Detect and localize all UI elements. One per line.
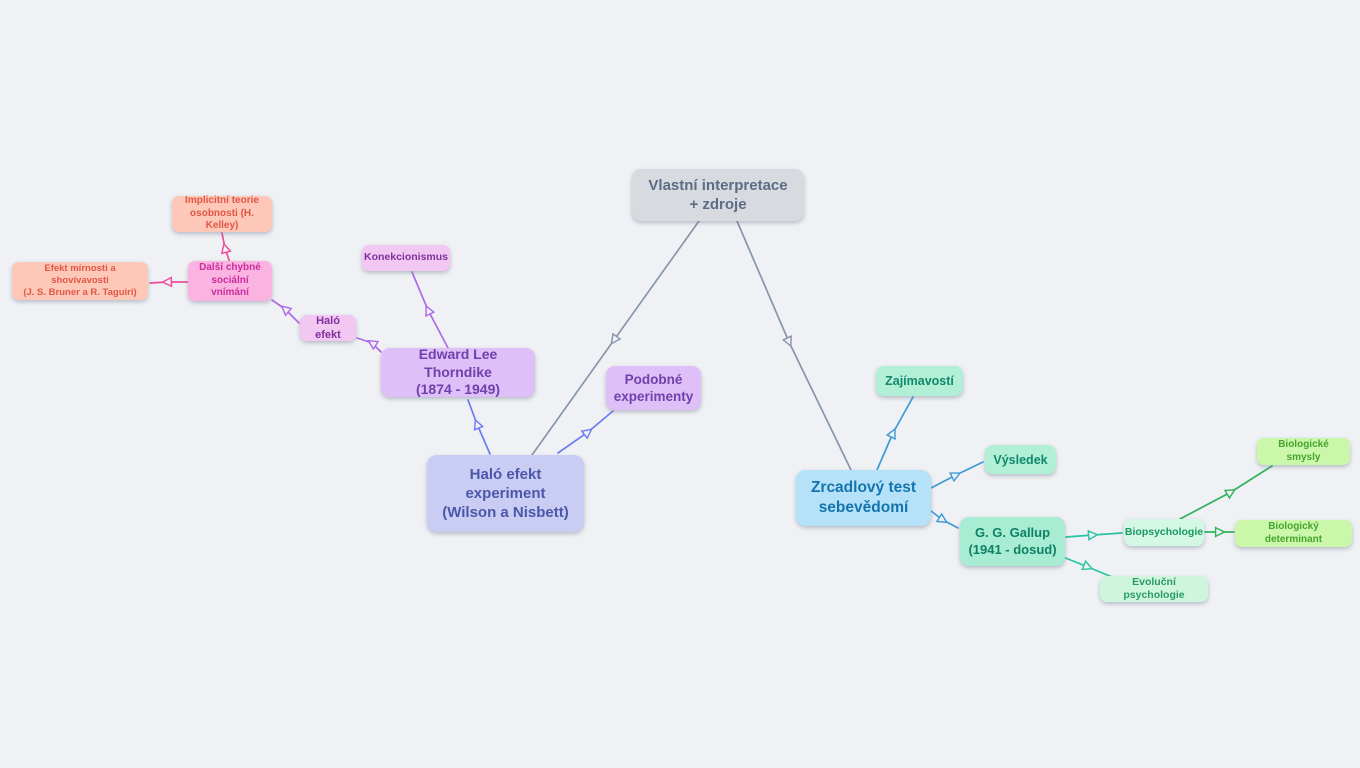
node-gallup[interactable]: G. G. Gallup (1941 - dosud): [960, 517, 1065, 566]
node-zajimavosti[interactable]: Zajímavostí: [876, 366, 963, 396]
node-halo-efekt-label: Haló efekt: [315, 314, 341, 341]
node-vlastni-interpretace-label: Vlastní interpretace + zdroje: [648, 176, 788, 213]
edge-thorndike-to-konekcionismus: [411, 271, 449, 349]
node-zrcadlovy-test[interactable]: Zrcadlový test sebevědomí: [796, 470, 931, 526]
node-evolucni-psychologie-label: Evoluční psychologie: [1123, 575, 1185, 601]
node-konekcionismus-label: Konekcionismus: [363, 251, 449, 264]
node-evolucni-psychologie[interactable]: Evoluční psychologie: [1100, 576, 1208, 602]
edge-dalsi-chybne-to-efekt-mirnosti: [149, 282, 189, 283]
edge-gallup-to-biopsychologie: [1065, 533, 1123, 537]
node-vlastni-interpretace[interactable]: Vlastní interpretace + zdroje: [632, 169, 804, 221]
node-dalsi-chybne-label: Další chybné sociální vnímání: [199, 261, 261, 299]
edge-halo-experiment-to-thorndike: [467, 399, 491, 455]
edge-gallup-to-evolucni: [1062, 556, 1113, 578]
node-biologicky-determinant-label: Biologický determinant: [1264, 520, 1323, 545]
node-konekcionismus[interactable]: Konekcionismus: [362, 245, 450, 271]
edge-zrcadlovy-to-gallup: [930, 510, 959, 529]
node-implicitni-teorie-label: Implicitní teorie osobnosti (H. Kelley): [185, 194, 259, 232]
node-halo-efekt[interactable]: Haló efekt: [300, 315, 356, 341]
node-halo-experiment-label: Haló efekt experiment (Wilson a Nisbett): [442, 465, 569, 522]
node-vysledek[interactable]: Výsledek: [985, 445, 1056, 474]
node-gallup-label: G. G. Gallup (1941 - dosud): [968, 524, 1057, 557]
node-dalsi-chybne[interactable]: Další chybné sociální vnímání: [188, 261, 272, 301]
edge-vlastni-to-halo-experiment: [531, 220, 700, 456]
node-implicitni-teorie[interactable]: Implicitní teorie osobnosti (H. Kelley): [172, 194, 272, 232]
edge-zrcadlovy-to-vysledek: [930, 461, 984, 489]
node-efekt-mirnosti[interactable]: Efekt mírnosti a shovívavosti (J. S. Bru…: [12, 262, 148, 300]
node-vysledek-label: Výsledek: [993, 452, 1048, 467]
edge-zrcadlovy-to-zajimavosti: [876, 396, 914, 471]
node-biopsychologie[interactable]: Biopsychologie: [1124, 519, 1204, 546]
node-podobne-experimenty[interactable]: Podobné experimenty: [606, 366, 701, 410]
edge-thorndike-to-halo-efekt: [356, 337, 382, 353]
node-biologicky-determinant[interactable]: Biologický determinant: [1235, 520, 1352, 547]
edge-halo-experiment-to-podobne: [557, 410, 614, 454]
edge-vlastni-to-zrcadlovy: [736, 220, 852, 471]
node-zajimavosti-label: Zajímavostí: [885, 374, 954, 388]
node-podobne-experimenty-label: Podobné experimenty: [613, 371, 694, 404]
edge-dalsi-chybne-to-implicitni: [222, 232, 230, 264]
node-zrcadlovy-test-label: Zrcadlový test sebevědomí: [810, 479, 917, 516]
node-thorndike-label: Edward Lee Thorndike (1874 - 1949): [415, 345, 501, 398]
node-biologicke-smysly[interactable]: Biologické smysly: [1257, 438, 1350, 465]
node-efekt-mirnosti-label: Efekt mírnosti a shovívavosti (J. S. Bru…: [23, 262, 137, 299]
node-biologicke-smysly-label: Biologické smysly: [1278, 438, 1329, 463]
edge-biopsychologie-to-smysly: [1179, 465, 1273, 520]
edge-halo-efekt-to-dalsi-chybne: [271, 299, 300, 324]
node-biopsychologie-label: Biopsychologie: [1124, 525, 1204, 538]
node-halo-experiment[interactable]: Haló efekt experiment (Wilson a Nisbett): [427, 455, 584, 532]
node-thorndike[interactable]: Edward Lee Thorndike (1874 - 1949): [381, 345, 535, 398]
